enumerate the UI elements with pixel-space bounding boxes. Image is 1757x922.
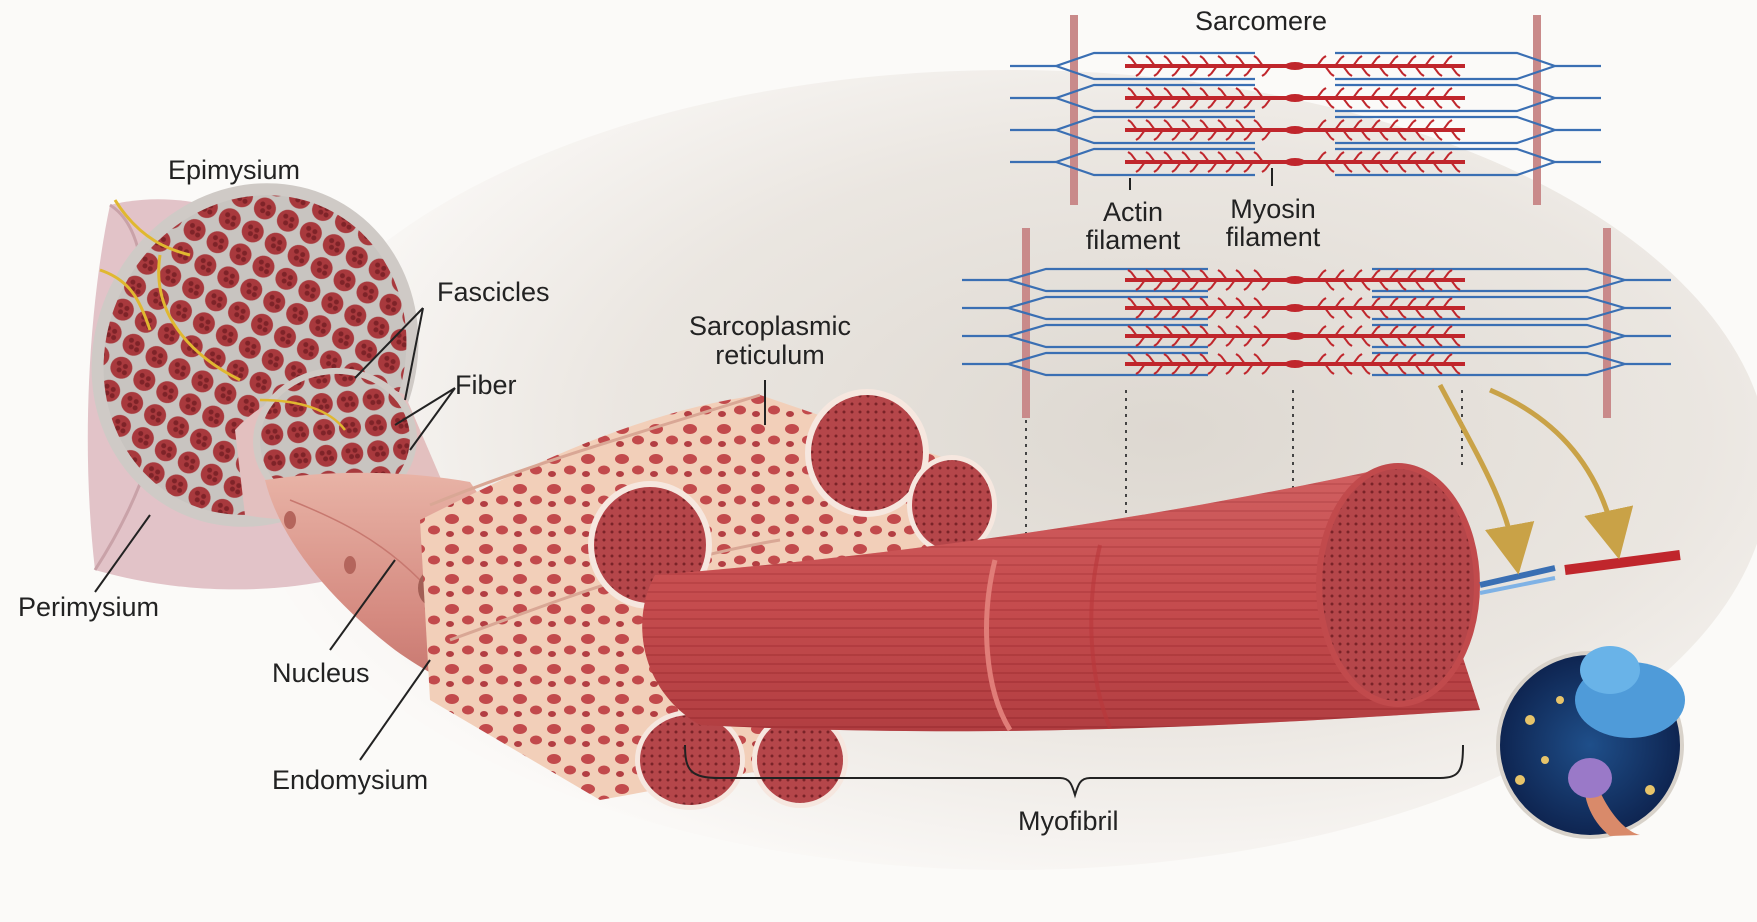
label-epimysium: Epimysium (168, 155, 300, 185)
z-line-right (1533, 15, 1541, 205)
sarcoplasmic-text: Sarcoplasmic reticulum (689, 311, 851, 370)
m-line (1285, 62, 1305, 70)
m-line (1285, 276, 1305, 284)
label-sarcomere: Sarcomere (1195, 6, 1327, 36)
m-line (1285, 94, 1305, 102)
label-perimysium: Perimysium (18, 592, 159, 622)
m-line (1285, 158, 1305, 166)
label-sarcoplasmic-reticulum: Sarcoplasmic reticulum (685, 312, 855, 370)
z-line-left (1070, 15, 1078, 205)
label-myofibril: Myofibril (1018, 806, 1119, 836)
label-nucleus: Nucleus (272, 658, 370, 688)
m-line (1285, 332, 1305, 340)
m-line (1285, 126, 1305, 134)
z-line-left-2 (1022, 228, 1030, 418)
m-line (1285, 304, 1305, 312)
label-myosin-filament: Myosin filament (1218, 195, 1328, 251)
z-line-right-2 (1603, 228, 1611, 418)
label-actin-filament: Actin filament (1083, 198, 1183, 254)
label-endomysium: Endomysium (272, 765, 428, 795)
myosin-text: Myosin filament (1226, 194, 1321, 252)
m-line (1285, 360, 1305, 368)
label-fascicles: Fascicles (437, 277, 550, 307)
label-fiber: Fiber (455, 370, 517, 400)
actin-text: Actin filament (1086, 197, 1181, 255)
